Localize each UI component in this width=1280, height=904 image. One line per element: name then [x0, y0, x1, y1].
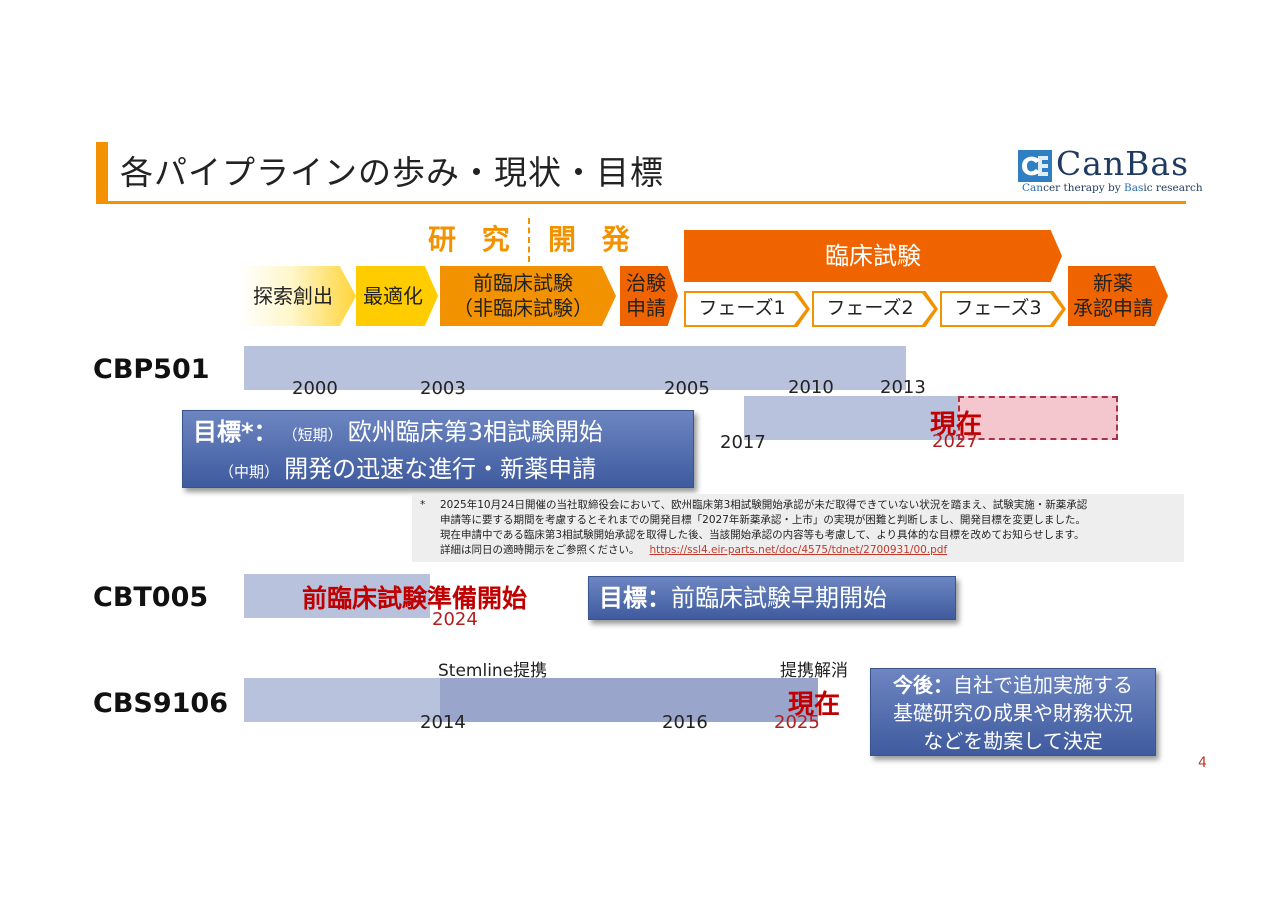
stage-phase2: フェーズ2	[812, 291, 938, 327]
goal-text: 前臨床試験早期開始	[671, 584, 887, 612]
year-label: 2003	[420, 378, 466, 399]
year-label: 2014	[420, 712, 466, 733]
stage-nda-line2: 承認申請	[1073, 296, 1153, 320]
year-label: 2005	[664, 378, 710, 399]
footnote-star: *	[420, 499, 426, 511]
stage-preclinical-line2: （非臨床試験）	[453, 296, 593, 320]
future-label: 今後：	[893, 673, 953, 697]
year-label: 2000	[292, 378, 338, 399]
cbs9106-now-label: 現在	[788, 690, 841, 720]
page-title: 各パイプラインの歩み・現状・目標	[120, 153, 664, 192]
pipeline-name-cbt005: CBT005	[93, 582, 209, 613]
goal-short-text: 欧州臨床第3相試験開始	[347, 418, 604, 446]
stage-discovery: 探索創出	[240, 266, 356, 326]
footnote-line: 申請等に要する期間を考慮するとそれまでの開発目標「2027年新薬承認・上市」の実…	[440, 514, 1086, 526]
cbp501-progress-bar-2	[744, 396, 958, 440]
stage-clinical: 臨床試験	[684, 230, 1062, 282]
goal-label: 目標：	[599, 584, 671, 612]
logo-wordmark: CanBas	[1056, 144, 1190, 183]
cbp501-now-label: 現在	[930, 410, 983, 440]
pipeline-name-cbs9106: CBS9106	[93, 688, 228, 719]
pipeline-name-cbp501: CBP501	[93, 354, 210, 385]
footnote-box: * 2025年10月24日開催の当社取締役会において、欧州臨床第3相試験開始承認…	[412, 494, 1184, 562]
canbas-logo-icon	[1018, 150, 1052, 182]
phase-label: フェーズ3	[942, 293, 1062, 325]
cbs9106-partner-event: Stemline提携	[438, 661, 548, 681]
stage-phase1: フェーズ1	[684, 291, 810, 327]
stage-ctn-line1: 治験	[626, 271, 666, 295]
stage-nda: 新薬 承認申請	[1068, 266, 1168, 326]
goal-mid-tag: （中期）	[219, 463, 280, 481]
cbt005-goal-box: 目標：前臨床試験早期開始	[588, 576, 956, 620]
logo-tag-part: Bas	[1123, 182, 1144, 194]
canbas-logo: CanBas Cancer therapy by Basic research	[1018, 144, 1203, 198]
year-label: 2017	[720, 432, 766, 453]
stage-nda-line1: 新薬	[1093, 271, 1133, 295]
stage-optimization: 最適化	[356, 266, 438, 326]
cbt005-status: 前臨床試験準備開始	[302, 584, 528, 613]
stage-phase3: フェーズ3	[940, 291, 1066, 327]
title-accent-bar	[96, 142, 108, 202]
stage-preclinical-line1: 前臨床試験	[473, 271, 573, 295]
cbs9106-future-box: 今後：自社で追加実施する 基礎研究の成果や財務状況 などを勘案して決定	[870, 668, 1156, 756]
cbp501-target-year: 2027	[932, 431, 978, 452]
disclosure-link[interactable]: https://ssl4.eir-parts.net/doc/4575/tdne…	[649, 544, 948, 556]
footnote-line: 詳細は同日の適時開示をご参照ください。	[440, 544, 640, 556]
year-label: 2016	[662, 712, 708, 733]
stage-ctn-line2: 申請	[626, 296, 666, 320]
cbt005-year: 2024	[432, 609, 478, 630]
research-label: 研 究	[428, 223, 518, 256]
cbp501-progress-bar	[244, 346, 906, 390]
cbs9106-partnership-bar	[440, 678, 818, 722]
logo-tag-part: Can	[1022, 182, 1044, 194]
cbp501-goal-box: 目標*： （短期） 欧州臨床第3相試験開始 （中期） 開発の迅速な進行・新薬申請	[182, 410, 694, 488]
year-label: 2013	[880, 377, 926, 398]
logo-tag-part: ic research	[1143, 182, 1203, 194]
title-underline	[96, 201, 1186, 204]
future-line: などを勘案して決定	[923, 729, 1103, 753]
footnote-line: 2025年10月24日開催の当社取締役会において、欧州臨床第3相試験開始承認が未…	[440, 499, 1088, 511]
footnote-line: 現在申請中である臨床第3相試験開始承認を取得した後、当該開始承認の内容等も考慮し…	[440, 529, 1085, 541]
research-development-divider	[528, 218, 530, 262]
logo-tagline: Cancer therapy by Basic research	[1022, 182, 1203, 194]
cbs9106-now-year: 2025	[774, 712, 820, 733]
cbp501-target-period	[958, 396, 1118, 440]
cbs9106-progress-bar	[244, 678, 440, 722]
goal-short-tag: （短期）	[282, 426, 343, 444]
page-number: 4	[1198, 755, 1207, 771]
stage-ctn: 治験 申請	[620, 266, 678, 326]
cbs9106-end-event: 提携解消	[780, 661, 848, 681]
phase-label: フェーズ1	[686, 293, 806, 325]
cbt005-progress-bar	[244, 574, 430, 618]
goal-label: 目標*：	[193, 418, 278, 446]
future-line: 基礎研究の成果や財務状況	[893, 701, 1133, 725]
goal-mid-text: 開発の迅速な進行・新薬申請	[284, 455, 597, 483]
development-label: 開 発	[548, 223, 638, 256]
stage-preclinical: 前臨床試験 （非臨床試験）	[440, 266, 616, 326]
logo-tag-part: cer therapy by	[1043, 182, 1124, 194]
future-line: 自社で追加実施する	[953, 673, 1133, 697]
year-label: 2010	[788, 377, 834, 398]
phase-label: フェーズ2	[814, 293, 934, 325]
